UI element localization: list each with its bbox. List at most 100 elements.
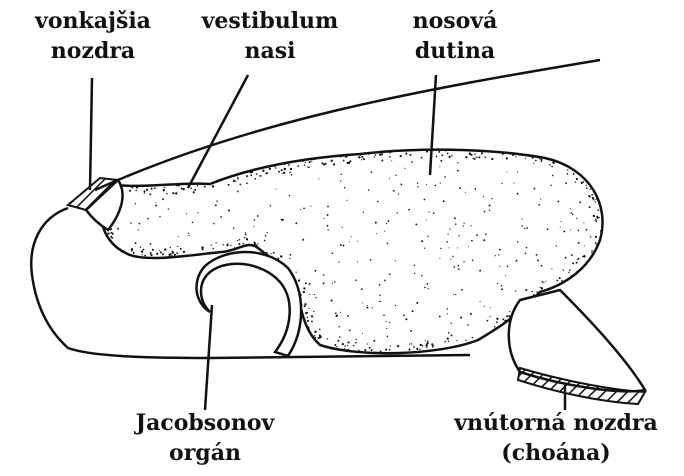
stipple-dot — [390, 345, 391, 346]
stipple-dot — [133, 252, 135, 254]
stipple-dot — [281, 219, 283, 221]
stipple-dot — [524, 228, 525, 229]
stipple-dot — [309, 308, 310, 309]
stipple-dot — [589, 189, 590, 190]
stipple-dot — [281, 169, 283, 171]
stipple-dot — [586, 185, 587, 186]
stipple-dot — [374, 156, 375, 157]
stipple-dot — [541, 265, 543, 267]
stipple-dot — [256, 173, 258, 175]
stipple-dot — [501, 285, 503, 287]
stipple-dot — [582, 256, 583, 257]
stipple-dot — [453, 266, 455, 268]
stipple-dot — [414, 273, 415, 274]
stipple-dot — [430, 349, 431, 350]
stipple-dot — [549, 164, 551, 166]
stipple-dot — [552, 162, 554, 164]
stipple-dot — [581, 182, 583, 184]
stipple-dot — [470, 313, 472, 315]
stipple-dot — [117, 228, 119, 230]
stipple-dot — [501, 183, 502, 184]
stipple-dot — [389, 349, 391, 351]
stipple-dot — [447, 308, 448, 309]
stipple-dot — [323, 282, 325, 284]
stipple-dot — [314, 294, 315, 295]
stipple-dot — [389, 322, 390, 323]
stipple-dot — [424, 199, 426, 201]
stipple-dot — [426, 184, 427, 185]
stipple-dot — [149, 193, 151, 195]
stipple-dot — [379, 154, 381, 156]
stipple-dot — [139, 223, 141, 225]
stipple-dot — [409, 154, 411, 156]
stipple-dot — [463, 225, 464, 226]
stipple-dot — [318, 178, 319, 179]
stipple-dot — [340, 156, 342, 158]
stipple-dot — [155, 202, 156, 203]
stipple-dot — [404, 168, 405, 169]
stipple-dot — [425, 340, 426, 341]
stipple-dot — [543, 282, 544, 283]
stipple-dot — [257, 243, 258, 244]
stipple-dot — [141, 251, 143, 253]
stipple-dot — [380, 350, 382, 352]
stipple-dot — [475, 188, 477, 190]
stipple-dot — [395, 305, 396, 306]
stipple-dot — [583, 222, 584, 223]
label-nasal-cavity-line2: dutina — [390, 36, 520, 66]
stipple-dot — [191, 187, 193, 189]
stipple-dot — [166, 193, 167, 194]
stipple-dot — [335, 312, 337, 314]
stipple-dot — [452, 256, 453, 257]
stipple-dot — [305, 162, 306, 163]
stipple-dot — [152, 249, 154, 251]
stipple-dot — [340, 244, 342, 246]
stipple-dot — [412, 310, 414, 312]
stipple-dot — [565, 182, 567, 184]
stipple-dot — [463, 261, 464, 262]
stipple-dot — [457, 170, 459, 172]
stipple-dot — [451, 155, 453, 157]
stipple-dot — [526, 227, 528, 229]
stipple-dot — [216, 200, 218, 202]
stipple-dot — [444, 176, 446, 178]
stipple-dot — [289, 258, 290, 259]
stipple-dot — [440, 248, 441, 249]
stipple-dot — [576, 262, 578, 264]
stipple-dot — [465, 340, 466, 341]
stipple-dot — [367, 305, 368, 306]
stipple-dot — [517, 193, 519, 195]
stipple-dot — [144, 190, 146, 192]
stipple-dot — [398, 193, 399, 194]
stipple-dot — [591, 194, 593, 196]
stipple-dot — [265, 173, 267, 175]
stipple-dot — [358, 156, 360, 158]
stipple-dot — [531, 291, 533, 293]
stipple-dot — [340, 180, 341, 181]
stipple-dot — [369, 347, 371, 349]
stipple-dot — [569, 269, 571, 271]
stipple-dot — [584, 256, 586, 258]
stipple-dot — [327, 338, 328, 339]
stipple-dot — [243, 173, 244, 174]
stipple-dot — [485, 233, 487, 235]
stipple-dot — [215, 204, 217, 206]
stipple-dot — [303, 291, 305, 293]
stipple-dot — [410, 330, 412, 332]
stipple-dot — [540, 199, 541, 200]
jacobson-organ — [196, 252, 301, 356]
stipple-dot — [596, 243, 598, 245]
stipple-dot — [556, 245, 557, 246]
stipple-dot — [159, 216, 160, 217]
stipple-dot — [515, 156, 516, 157]
stipple-dot — [304, 164, 306, 166]
stipple-dot — [408, 348, 410, 350]
stipple-dot — [461, 289, 463, 291]
stipple-dot — [512, 154, 514, 156]
stipple-dot — [289, 195, 290, 196]
stipple-dot — [506, 315, 508, 317]
stipple-dot — [347, 200, 348, 201]
stipple-dot — [253, 226, 254, 227]
stipple-dot — [311, 161, 312, 162]
